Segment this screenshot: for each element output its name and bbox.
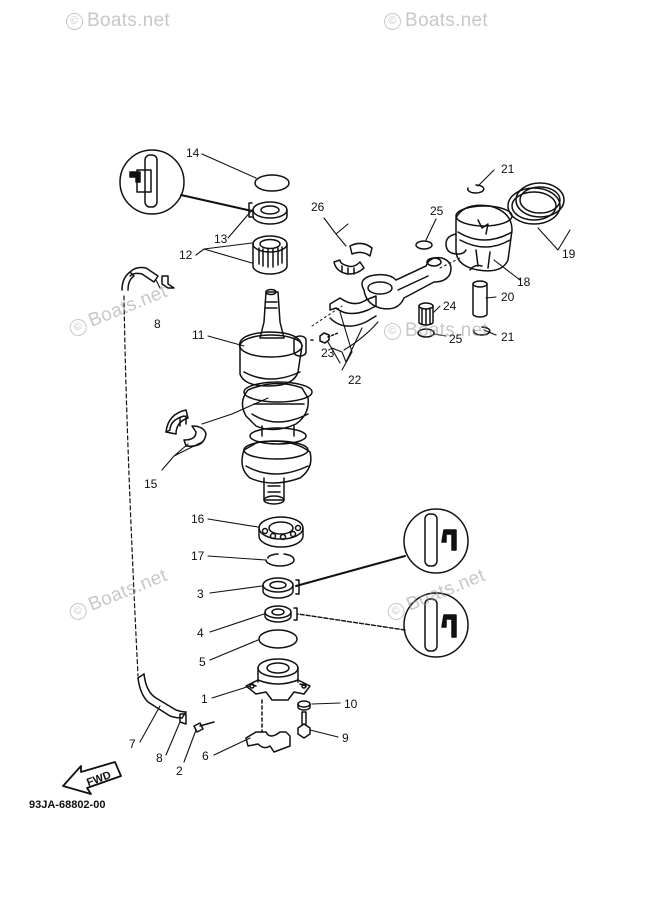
washer-part-10 <box>297 700 311 711</box>
circlip-part-17 <box>265 553 295 567</box>
watermark: ©Boats.net <box>384 10 488 32</box>
callout-5[interactable]: 5 <box>199 655 206 669</box>
oil-seal-part-3 <box>262 577 300 599</box>
piston-rings-part-19 <box>507 182 565 225</box>
circlip-part-21-lower <box>473 326 491 336</box>
hose-part-7 <box>121 266 187 719</box>
callout-4[interactable]: 4 <box>197 626 204 640</box>
callout-8-lower[interactable]: 8 <box>156 751 163 765</box>
diagram-code: 93JA-68802-00 <box>29 799 106 811</box>
fwd-arrow-icon: FWD <box>62 761 122 795</box>
callout-21-lower[interactable]: 21 <box>501 330 515 344</box>
callout-25-upper[interactable]: 25 <box>430 204 444 218</box>
callout-11[interactable]: 11 <box>192 328 205 342</box>
bolt-part-9 <box>297 711 311 739</box>
plug-part-14 <box>254 174 290 192</box>
callout-2[interactable]: 2 <box>176 764 183 778</box>
bearing-half-part-26 <box>333 242 373 275</box>
washer-part-25-lower <box>417 328 435 338</box>
callout-24[interactable]: 24 <box>443 299 457 313</box>
callout-12[interactable]: 12 <box>179 248 193 262</box>
needle-bearing-part-24 <box>418 302 434 326</box>
washer-part-25-upper <box>415 240 433 250</box>
fwd-label: FWD <box>85 769 113 789</box>
grease-symbol-middle-icon <box>295 508 469 587</box>
piston-pin-part-20 <box>472 280 488 318</box>
callout-10[interactable]: 10 <box>344 697 358 711</box>
watermark: ©Boats.net <box>66 10 170 32</box>
connecting-rod <box>361 256 452 310</box>
piston-part-18 <box>445 204 513 272</box>
grease-symbol-top-icon <box>119 149 253 215</box>
bearing-housing-part-1 <box>245 658 311 701</box>
ball-bearing-part-16 <box>258 516 304 548</box>
callout-26[interactable]: 26 <box>311 200 325 214</box>
callout-16[interactable]: 16 <box>191 512 205 526</box>
bearing-half-part-15 <box>165 409 207 447</box>
gasket-part-5 <box>258 629 298 649</box>
oil-seal-part-13 <box>252 201 288 225</box>
callout-17[interactable]: 17 <box>191 549 205 563</box>
callout-6[interactable]: 6 <box>202 749 209 763</box>
callout-13[interactable]: 13 <box>214 232 228 246</box>
oil-seal-part-4 <box>264 605 298 623</box>
crankshaft-part-11 <box>238 288 313 505</box>
callout-20[interactable]: 20 <box>501 290 515 304</box>
clip-part-8-upper <box>161 275 175 289</box>
leader-lines <box>139 153 571 763</box>
bracket-part-6 <box>245 699 291 753</box>
callout-21-upper[interactable]: 21 <box>501 162 515 176</box>
circlip-part-21-upper <box>467 184 485 194</box>
callout-25-lower[interactable]: 25 <box>449 332 463 346</box>
grease-symbol-bottom-icon <box>297 592 469 658</box>
callout-1[interactable]: 1 <box>201 692 208 706</box>
callout-22[interactable]: 22 <box>348 373 362 387</box>
clip-part-8-lower <box>179 713 187 725</box>
callout-18[interactable]: 18 <box>517 275 531 289</box>
callout-3[interactable]: 3 <box>197 587 204 601</box>
bearing-part-12 <box>252 235 288 275</box>
callout-14[interactable]: 14 <box>186 146 200 160</box>
bolt-part-23 <box>309 332 339 344</box>
callout-7[interactable]: 7 <box>129 737 136 751</box>
callout-8-upper[interactable]: 8 <box>154 317 161 331</box>
callout-15[interactable]: 15 <box>144 477 158 491</box>
callout-19[interactable]: 19 <box>562 247 576 261</box>
screw-part-2 <box>193 721 215 733</box>
callout-23[interactable]: 23 <box>321 346 335 360</box>
watermark: ©Boats.net <box>384 320 488 342</box>
callout-9[interactable]: 9 <box>342 731 349 745</box>
